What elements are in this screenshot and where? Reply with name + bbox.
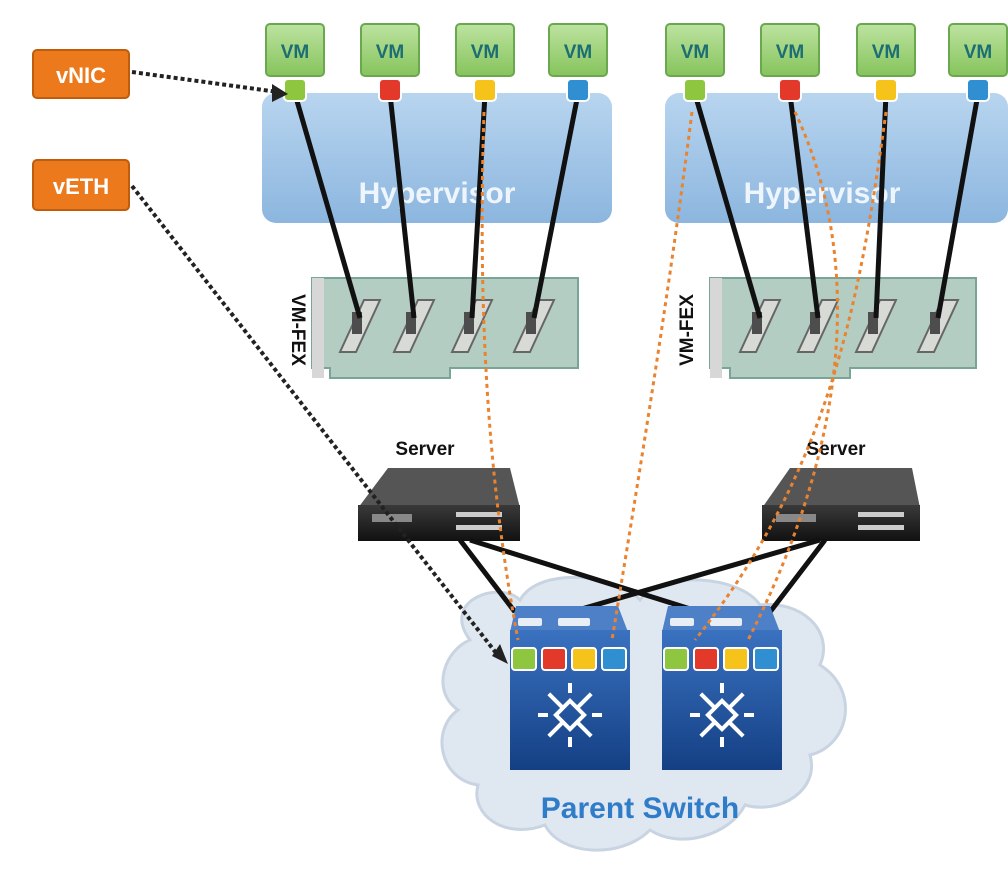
veth-port: [511, 647, 537, 671]
veth-arrowhead: [492, 644, 508, 664]
vnic-link-host-left-1: [292, 93, 363, 319]
vm-fex-port-host-left-1: [338, 299, 382, 353]
vnic-label: vNIC: [56, 63, 106, 88]
vnic-dot: [874, 78, 898, 102]
server-label-left: Server: [395, 439, 455, 460]
vnic-link-host-right-1: [692, 93, 763, 319]
server-left: [358, 468, 520, 541]
callout-arrows: [130, 70, 502, 660]
orange-path-right-red: [746, 111, 839, 641]
veth-label: vETH: [53, 174, 109, 199]
hypervisor-right: [665, 93, 1008, 223]
server-label-right: Server: [806, 439, 866, 460]
vnic-dot: [378, 78, 402, 102]
hypervisor-label-left: Hypervisor: [359, 177, 516, 210]
vm-fex-port-host-right-1: [738, 299, 782, 353]
veth-arrow: [130, 184, 502, 660]
vm-label: VM: [471, 42, 500, 63]
veth-port: [663, 647, 689, 671]
vnic-link-host-left-4: [531, 93, 581, 319]
veth-port: [601, 647, 627, 671]
vnic-dot: [778, 78, 802, 102]
hypervisor-left: [262, 93, 612, 223]
vnic-link-host-right-4: [935, 93, 981, 319]
parent-switch-right: [662, 606, 782, 770]
vnic-link-host-left-2: [387, 93, 417, 319]
vm-fex-port-host-right-4: [916, 299, 960, 353]
vm-fex-label-left: VM-FEX: [287, 294, 308, 366]
vm-fex-port-host-left-2: [392, 299, 436, 353]
veth-port: [723, 647, 749, 671]
switch-icon: [538, 683, 602, 747]
vnic-dot: [473, 78, 497, 102]
vm-host-right-4: VM: [948, 23, 1008, 102]
orange-vm-paths: [480, 111, 888, 641]
vnic-link-host-right-2: [787, 93, 821, 319]
vm-fex-port-host-right-3: [854, 299, 898, 353]
vnic-callout: vNIC: [32, 49, 130, 99]
vm-host-right-1: VM: [665, 23, 725, 102]
veth-callout: vETH: [32, 159, 130, 211]
orange-path-left-yellow: [480, 111, 520, 641]
vm-fex-label-right: VM-FEX: [677, 294, 698, 366]
vm-host-left-2: VM: [360, 23, 420, 102]
vm-fex-port-host-left-3: [450, 299, 494, 353]
switch-icon: [690, 683, 754, 747]
vm-label: VM: [964, 42, 993, 63]
veth-port: [541, 647, 567, 671]
parent-switch-label: Parent Switch: [541, 792, 739, 825]
server-right: [762, 468, 920, 541]
vm-label: VM: [564, 42, 593, 63]
vm-label: VM: [872, 42, 901, 63]
vm-host-left-3: VM: [455, 23, 515, 102]
veth-port: [571, 647, 597, 671]
orange-path-right-yellow: [693, 111, 888, 641]
vm-label: VM: [776, 42, 805, 63]
vm-label: VM: [281, 42, 310, 63]
vnic-arrowhead: [272, 84, 288, 102]
vnic-dot: [683, 78, 707, 102]
vm-fex-port-host-left-4: [512, 299, 556, 353]
vnic-dot: [283, 78, 307, 102]
parent-switch-left: [510, 606, 630, 770]
vm-host-left-1: VM: [265, 23, 325, 102]
vm-host-right-3: VM: [856, 23, 916, 102]
vnic-arrow: [131, 70, 279, 94]
vm-label: VM: [681, 42, 710, 63]
veth-port: [753, 647, 779, 671]
vnic-dot: [566, 78, 590, 102]
orange-path-right-green: [610, 111, 694, 641]
vm-host-left-4: VM: [548, 23, 608, 102]
vm-label: VM: [376, 42, 405, 63]
vnic-dot: [966, 78, 990, 102]
vm-host-right-2: VM: [760, 23, 820, 102]
veth-port: [693, 647, 719, 671]
